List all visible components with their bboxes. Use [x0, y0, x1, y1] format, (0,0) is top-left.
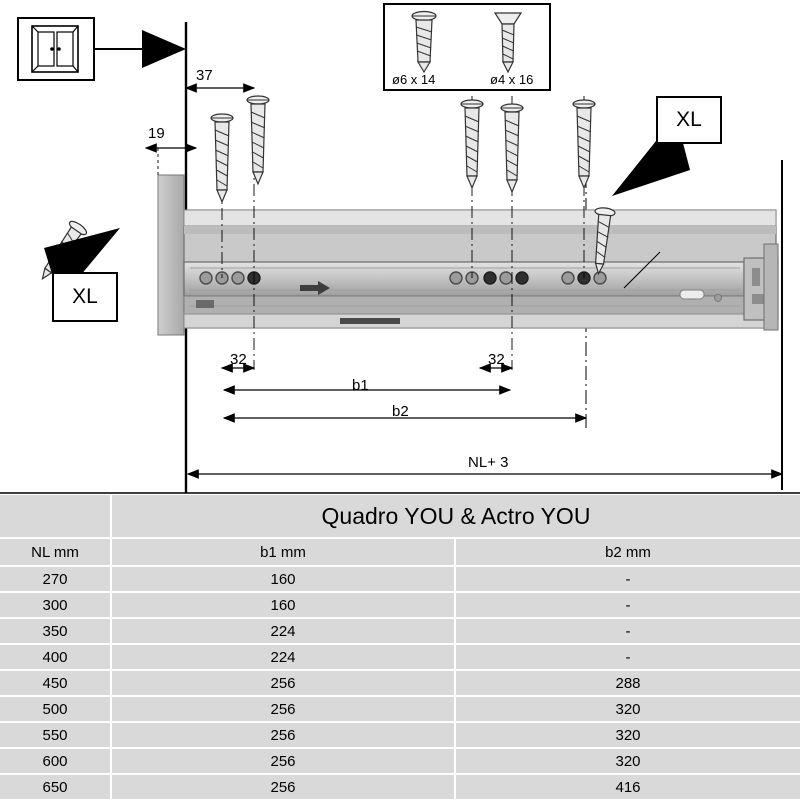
- dim-b1-label: b1: [352, 377, 369, 394]
- cell-b1: 224: [112, 645, 456, 671]
- cell-b1: 256: [112, 723, 456, 749]
- table-row: 300 160 -: [0, 593, 800, 619]
- dim-nl3-label: NL+ 3: [468, 454, 509, 471]
- cell-b2: -: [456, 645, 800, 671]
- dim-32-left-label: 32: [230, 351, 247, 368]
- dim-19-label: 19: [148, 125, 165, 142]
- dim-b2-label: b2: [392, 403, 409, 420]
- table-row: 550 256 320: [0, 723, 800, 749]
- table-title: Quadro YOU & Actro YOU: [112, 495, 800, 539]
- technical-drawing: 37 19 32 32 b1 b2 NL+ 3 ø6 x 14 ø4 x 16 …: [0, 3, 800, 494]
- cell-nl: 550: [0, 723, 112, 749]
- table-row: 450 256 288: [0, 671, 800, 697]
- table-header-nl: NL mm: [0, 539, 112, 567]
- table-header-b1: b1 mm: [112, 539, 456, 567]
- dim-19-geometry: [144, 143, 198, 175]
- dim-nl3-geometry: [186, 160, 784, 490]
- screw-spec-right-label: ø4 x 16: [490, 72, 534, 87]
- cell-b2: 320: [456, 697, 800, 723]
- cell-nl: 600: [0, 749, 112, 775]
- spec-table: Quadro YOU & Actro YOU NL mm b1 mm b2 mm…: [0, 495, 800, 801]
- callout-xl-bottom: XL: [52, 272, 118, 322]
- cell-b2: -: [456, 593, 800, 619]
- runner-profile: [183, 261, 745, 297]
- table-header-b2: b2 mm: [456, 539, 800, 567]
- cell-nl: 500: [0, 697, 112, 723]
- cell-nl: 270: [0, 567, 112, 593]
- cell-b2: 320: [456, 723, 800, 749]
- mounting-holes-right: [561, 271, 607, 285]
- cell-b2: -: [456, 619, 800, 645]
- cell-b2: 416: [456, 775, 800, 801]
- direction-arrow: [142, 30, 186, 68]
- cell-nl: 400: [0, 645, 112, 671]
- cell-b2: -: [456, 567, 800, 593]
- table-row: 270 160 -: [0, 567, 800, 593]
- cell-b2: 288: [456, 671, 800, 697]
- table-header-row: NL mm b1 mm b2 mm: [0, 539, 800, 567]
- cell-b1: 256: [112, 775, 456, 801]
- cell-nl: 650: [0, 775, 112, 801]
- table-title-spacer: [0, 495, 112, 539]
- cell-b1: 160: [112, 567, 456, 593]
- screw-legend-box: [383, 3, 551, 91]
- table-row: 350 224 -: [0, 619, 800, 645]
- cell-b2: 320: [456, 749, 800, 775]
- cell-b1: 160: [112, 593, 456, 619]
- cabinet-side-panel: [157, 174, 185, 336]
- table-row: 600 256 320: [0, 749, 800, 775]
- cell-b1: 224: [112, 619, 456, 645]
- cell-nl: 300: [0, 593, 112, 619]
- cell-nl: 350: [0, 619, 112, 645]
- table-row: 400 224 -: [0, 645, 800, 671]
- cell-b1: 256: [112, 749, 456, 775]
- table-row: 650 256 416: [0, 775, 800, 801]
- cell-b1: 256: [112, 697, 456, 723]
- cell-nl: 450: [0, 671, 112, 697]
- dim-37-label: 37: [196, 67, 213, 84]
- screws-group: [41, 95, 616, 281]
- table-row: 500 256 320: [0, 697, 800, 723]
- callout-xl-top: XL: [656, 96, 722, 144]
- screw-spec-left-label: ø6 x 14: [392, 72, 436, 87]
- cabinet-icon: [17, 17, 95, 81]
- cell-b1: 256: [112, 671, 456, 697]
- mounting-holes-middle: [449, 271, 529, 285]
- table-title-row: Quadro YOU & Actro YOU: [0, 495, 800, 539]
- dim-32-right-label: 32: [488, 351, 505, 368]
